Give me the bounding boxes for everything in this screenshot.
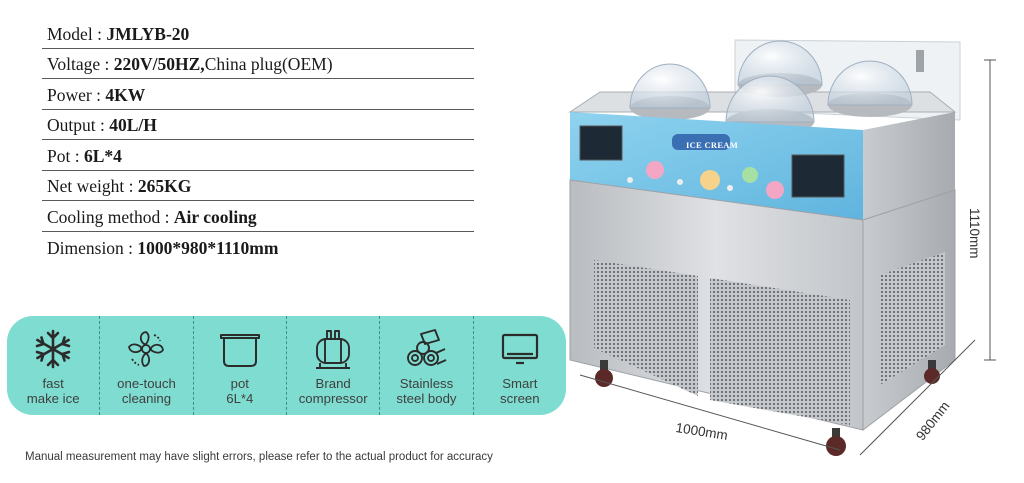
spec-value: 4KW bbox=[105, 84, 146, 105]
spec-label: Model : bbox=[47, 23, 107, 44]
monitor-icon bbox=[498, 327, 542, 371]
spec-value: 6L*4 bbox=[83, 145, 122, 166]
spec-label: Power : bbox=[47, 84, 106, 105]
spec-value: 1000*980*1110mm bbox=[137, 238, 279, 258]
dimension-lines bbox=[579, 59, 996, 456]
snowflake-icon bbox=[31, 327, 75, 371]
spec-row-pot: Pot : 6L*4 bbox=[42, 140, 474, 171]
spec-row-model: Model : JMLYB-20 bbox=[42, 18, 474, 49]
feature-label: pot 6L*4 bbox=[226, 376, 254, 406]
feature-one-touch-cleaning: one-touch cleaning bbox=[99, 316, 192, 415]
spec-value: Air cooling bbox=[173, 206, 257, 227]
dome-lids bbox=[629, 40, 913, 135]
spec-row-cooling-method: Cooling method : Air cooling bbox=[42, 201, 474, 232]
spec-value: 220V/50HZ, bbox=[113, 54, 205, 74]
spec-label: Cooling method : bbox=[47, 206, 174, 227]
spec-label: Net weight : bbox=[47, 176, 138, 196]
spec-list: Model : JMLYB-20 Voltage : 220V/50HZ,Chi… bbox=[42, 18, 474, 262]
feature-label: one-touch cleaning bbox=[117, 376, 176, 406]
feature-fast-make-ice: fast make ice bbox=[7, 316, 99, 415]
product-illustration: ICE CREAM 1110mm 1000mm 980mm bbox=[560, 30, 1024, 483]
pot-icon bbox=[218, 327, 262, 371]
vent-grille bbox=[880, 252, 945, 385]
steel-pipes-icon bbox=[404, 327, 448, 371]
feature-stainless-steel-body: Stainless steel body bbox=[379, 316, 472, 415]
disclaimer-text: Manual measurement may have slight error… bbox=[25, 451, 493, 463]
spec-row-voltage: Voltage : 220V/50HZ,China plug(OEM) bbox=[42, 49, 474, 79]
ice-cream-panel-label: ICE CREAM bbox=[686, 140, 739, 150]
height-dimension-label: 1110mm bbox=[967, 208, 982, 259]
spec-row-dimension: Dimension : 1000*980*1110mm bbox=[42, 232, 474, 263]
spec-row-output: Output : 40L/H bbox=[42, 110, 474, 140]
left-screen bbox=[579, 125, 623, 161]
spec-label: Pot : bbox=[47, 145, 84, 166]
feature-label: fast make ice bbox=[26, 376, 80, 406]
spec-row-net-weight: Net weight : 265KG bbox=[42, 171, 474, 201]
spec-value: 40L/H bbox=[109, 115, 157, 135]
spec-label: Dimension : bbox=[47, 238, 138, 258]
feature-brand-compressor: Brand compressor bbox=[285, 316, 379, 415]
vent-grille bbox=[710, 278, 850, 425]
caster-wheels bbox=[595, 360, 940, 456]
spec-value-tail: China plug(OEM) bbox=[204, 54, 333, 74]
spec-label: Voltage : bbox=[47, 54, 114, 74]
spec-row-power: Power : 4KW bbox=[42, 79, 474, 110]
feature-label: Smart screen bbox=[500, 376, 540, 406]
feature-label: Stainless steel body bbox=[396, 376, 457, 406]
spec-value: JMLYB-20 bbox=[106, 23, 190, 44]
compressor-icon bbox=[311, 327, 355, 371]
control-panel bbox=[570, 112, 863, 220]
spec-label: Output : bbox=[47, 115, 110, 135]
fan-icon bbox=[124, 327, 168, 371]
spec-value: 265KG bbox=[137, 176, 192, 196]
right-screen bbox=[791, 154, 845, 198]
feature-smart-screen: Smart screen bbox=[472, 316, 566, 415]
feature-bar: fast make ice one-touch cleaning pot 6L*… bbox=[7, 316, 566, 415]
feature-pot: pot 6L*4 bbox=[192, 316, 286, 415]
ice-cream-machine-image bbox=[568, 39, 996, 456]
vent-grille bbox=[594, 260, 698, 396]
feature-label: Brand compressor bbox=[298, 376, 368, 406]
